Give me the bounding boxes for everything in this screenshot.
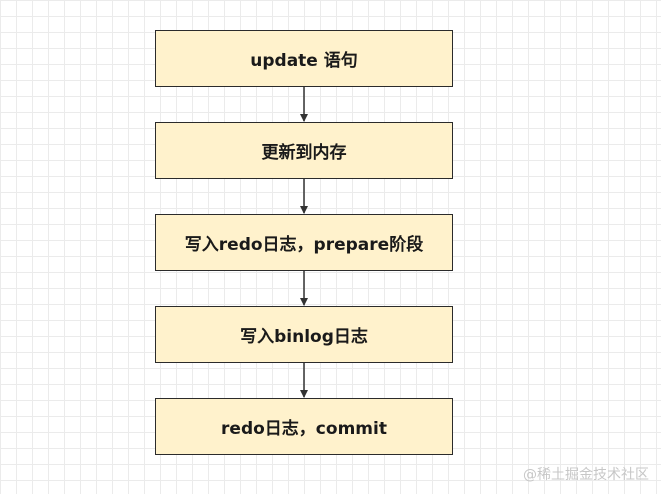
step-update-statement: update 语句 [155,30,453,87]
step-write-redo-prepare: 写入redo日志，prepare阶段 [155,214,453,271]
step-redo-commit: redo日志，commit [155,398,453,455]
watermark: @稀土掘金技术社区 [523,467,649,483]
step-update-memory: 更新到内存 [155,122,453,179]
step-write-binlog: 写入binlog日志 [155,306,453,363]
